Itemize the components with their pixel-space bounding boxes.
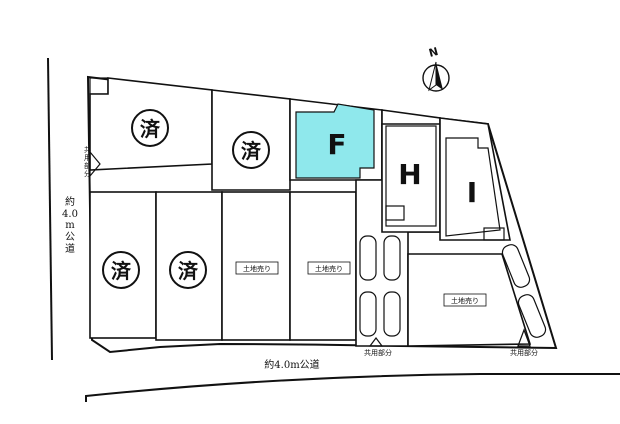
shared-label-west-3: 部 [84,161,91,170]
shared-triangle-south-1 [368,337,384,347]
car-5 [501,244,531,288]
car-1 [359,235,377,281]
lot-i [439,117,511,241]
house-h-annex [385,205,405,221]
shared-label-west-2: 用 [84,154,91,162]
house-f-footprint [295,103,375,179]
car-6 [517,294,547,338]
south-road-label: 約4.0m公道 [264,358,319,371]
shared-label-west-1: 共 [84,145,91,154]
compass-north-label: N [427,45,439,60]
south-road [85,373,620,402]
west-road-char-3: m [65,220,75,231]
sold-label-1: 済 [140,117,161,141]
shared-label-west-4: 分 [84,169,91,178]
house-i-footprint [445,137,501,237]
west-road-char-2: 4.0 [62,209,78,220]
compass-needle-icon [436,62,443,90]
sold-markers: 済 済 済 済 [102,109,270,289]
shared-label-south-1: 共用部分 [364,348,392,357]
west-road-label: 約 4.0 m 公 道 [62,195,78,255]
house-i-letter: I [467,176,477,209]
sold-label-3: 済 [111,259,132,283]
corner-marker [89,77,109,95]
house-f-letter: F [327,128,346,161]
shared-label-west: 共 用 部 分 [84,145,91,178]
sold-label-2: 済 [241,139,262,163]
house-h-footprint [385,125,437,227]
house-h-letter: H [398,158,421,191]
car-3 [359,291,377,337]
parking-cars [359,235,547,338]
west-road [47,57,53,361]
west-road-char-4: 公 [65,232,75,243]
shared-triangle-south-2 [517,328,531,347]
car-2 [383,235,401,281]
shared-triangle-west [89,150,101,178]
shared-label-south-2: 共用部分 [510,348,538,357]
west-road-char-5: 道 [65,242,75,255]
land-label-1: 土地売り [243,264,271,273]
land-label-2: 土地売り [315,264,343,273]
north-compass: N [422,45,450,92]
house-i-annex [483,227,505,241]
land-labels: 土地売り 土地売り 土地売り [235,261,487,307]
land-label-3: 土地売り [451,296,479,305]
west-road-char-1: 約 [65,195,75,208]
sold-label-4: 済 [178,259,199,283]
car-4 [383,291,401,337]
